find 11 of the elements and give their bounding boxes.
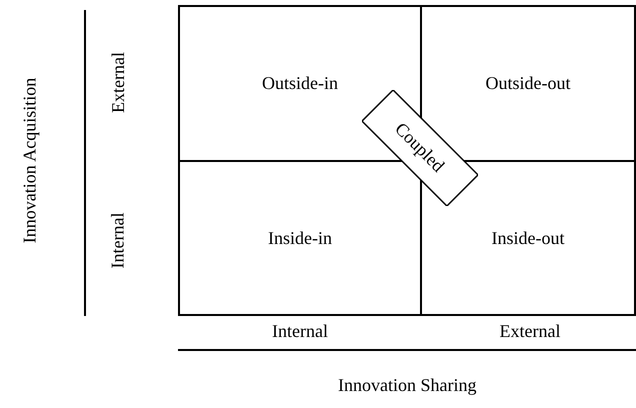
cell-label: Inside-out: [492, 228, 564, 248]
cell-label: Inside-in: [268, 228, 332, 248]
axis-title: Innovation Sharing: [338, 374, 476, 396]
axis-tick-label: Internal: [272, 320, 328, 342]
cell-label: Outside-in: [262, 73, 338, 94]
axis-tick-label: Internal: [107, 212, 128, 268]
axis-title: Innovation Acquisition: [19, 77, 40, 243]
axis-tick-label: External: [500, 320, 560, 342]
axis-tick-label: External: [108, 52, 128, 112]
cell-label: Outside-out: [486, 73, 570, 94]
rotated-box: [362, 90, 478, 206]
